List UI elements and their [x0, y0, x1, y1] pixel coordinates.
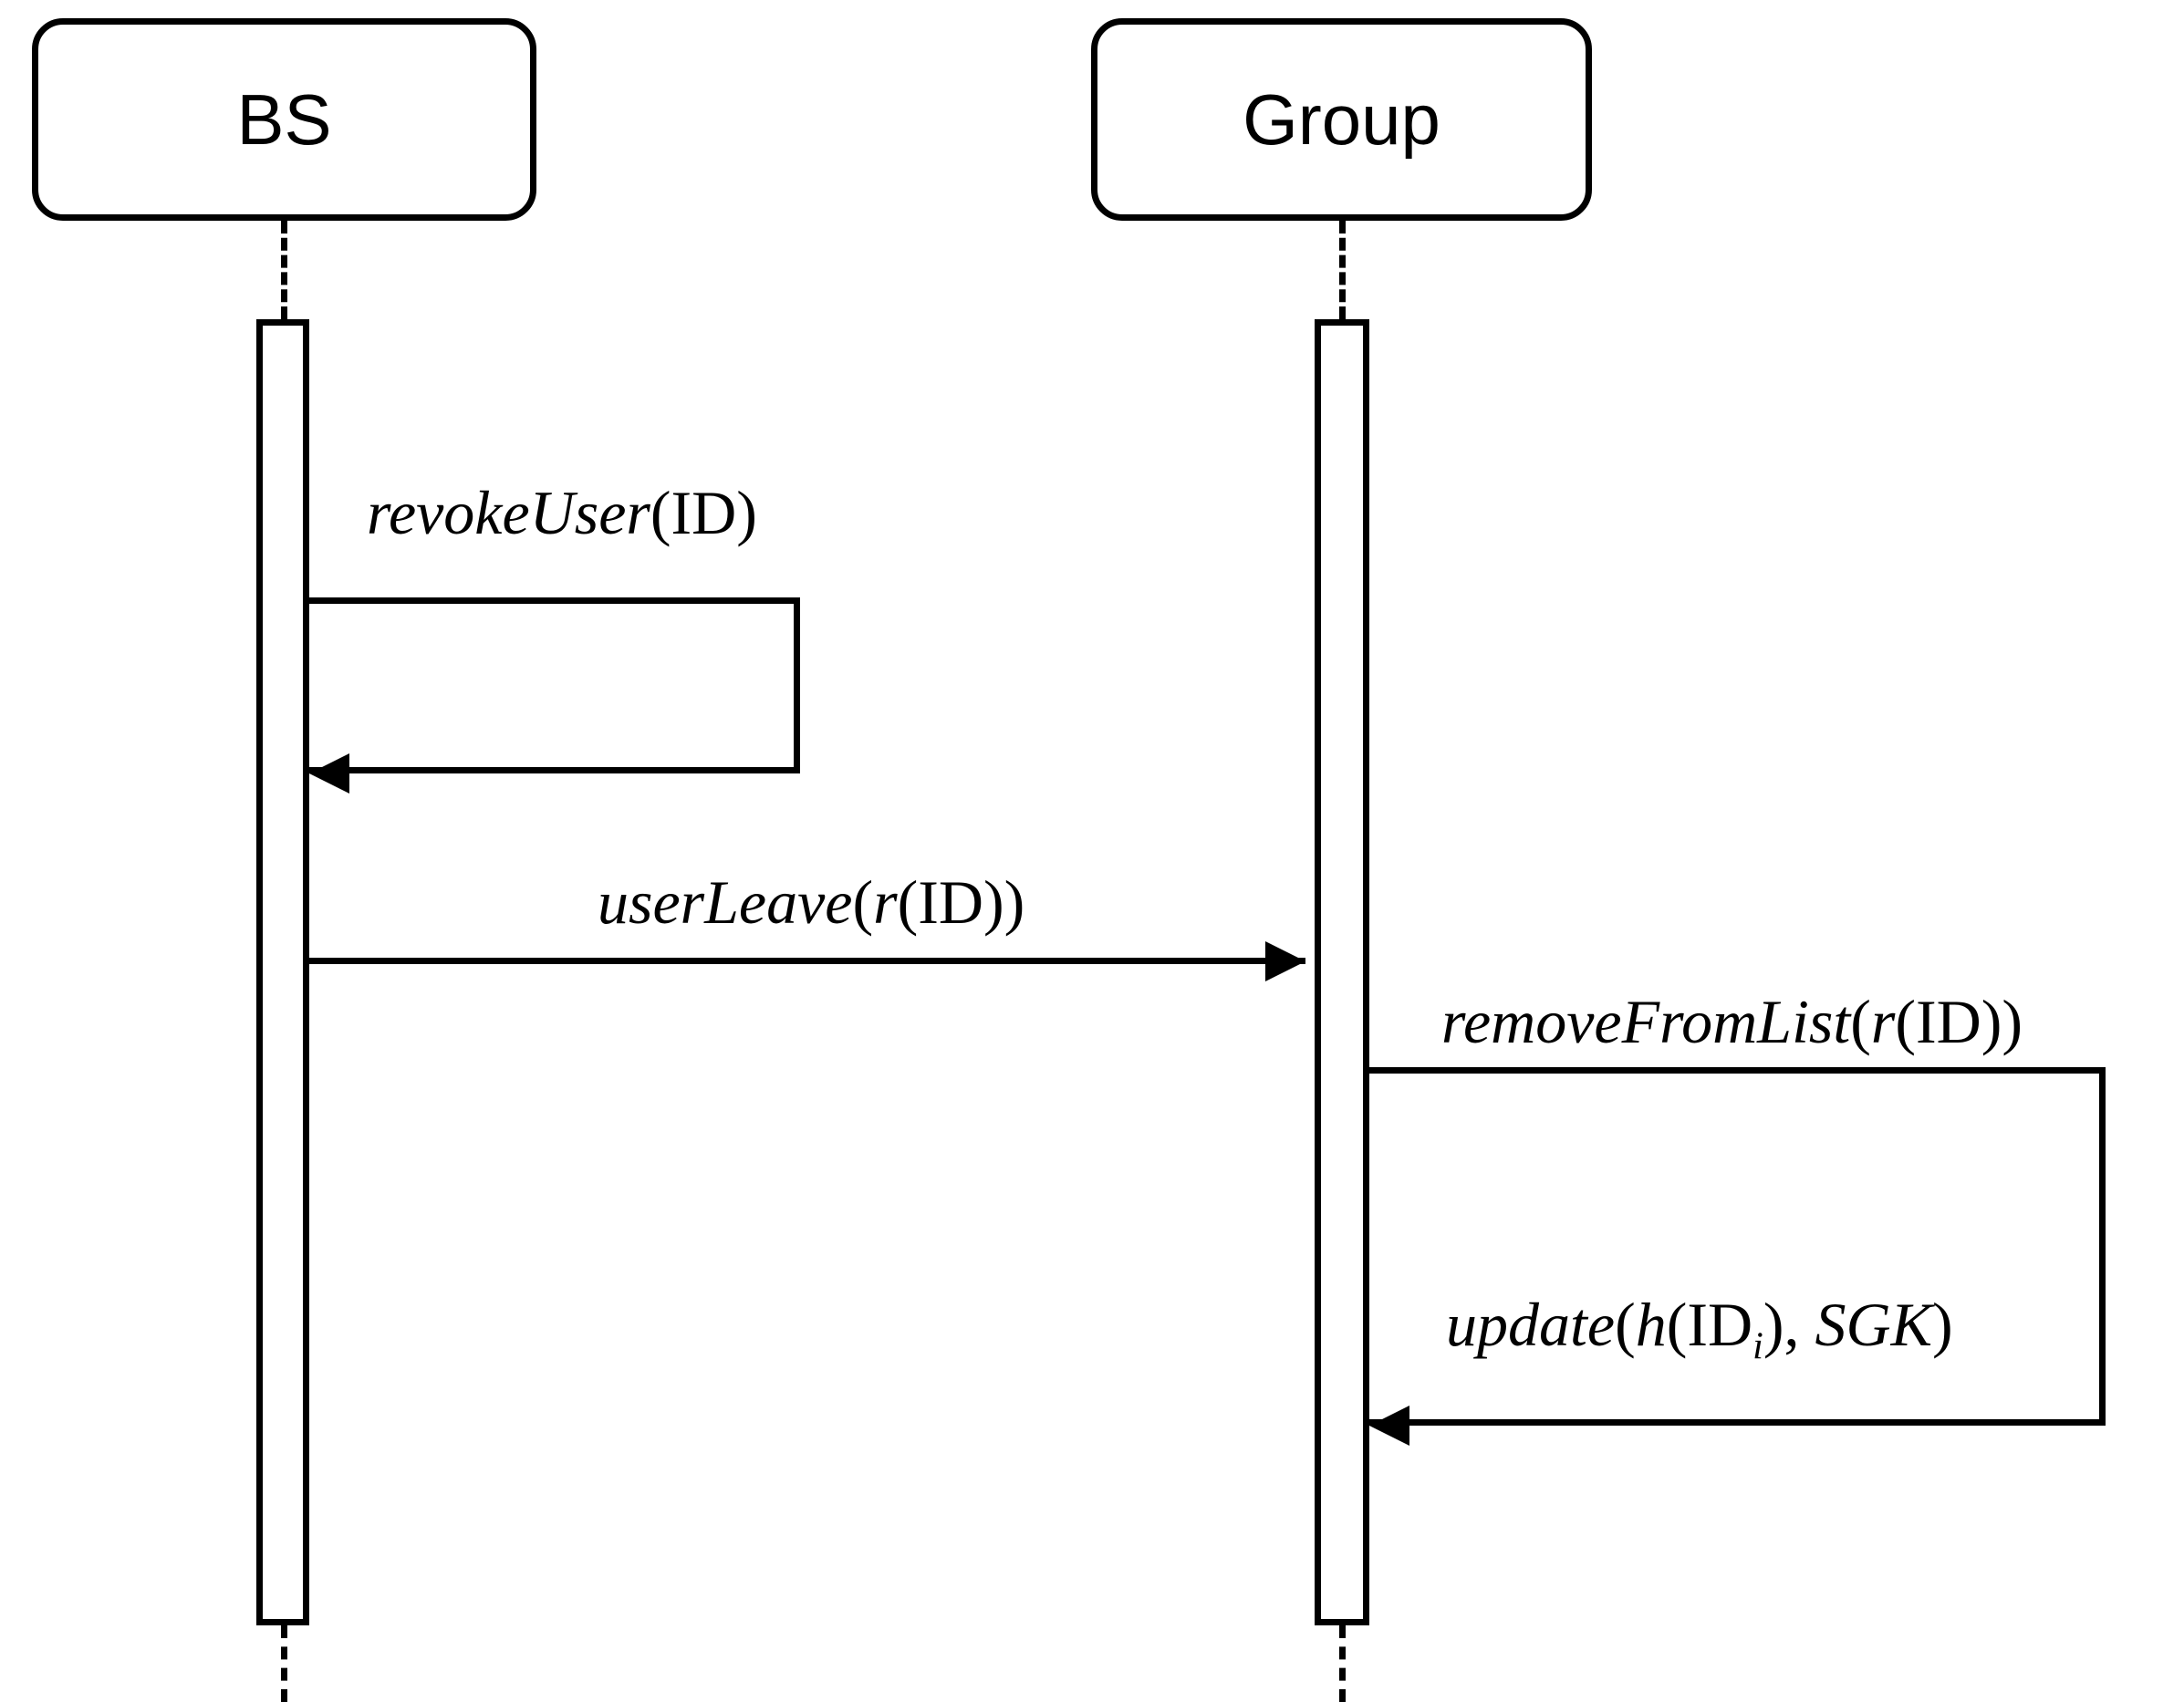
message-label-user-leave-text: userLeave	[598, 867, 853, 937]
lifeline-bs-upper	[281, 221, 287, 319]
message-label-remove-from-list: removeFromList(r(ID))	[1441, 987, 2023, 1056]
lifeline-bs-lower	[281, 1625, 287, 1702]
message-label-revoke-user: revokeUser(ID)	[367, 478, 757, 547]
self-call-loop-revoke-user	[309, 597, 800, 773]
participant-box-group[interactable]: Group	[1091, 18, 1592, 221]
message-label-revoke-user-text: revokeUser	[367, 478, 650, 547]
message-label-remove-from-list-text: removeFromList	[1441, 987, 1851, 1056]
participant-label-group: Group	[1243, 79, 1440, 160]
participant-label-bs: BS	[236, 79, 332, 160]
self-call-loop-group	[1369, 1067, 2106, 1426]
activation-bar-bs[interactable]	[256, 319, 309, 1625]
arrowhead-revoke-user-return	[309, 753, 349, 794]
lifeline-group-lower	[1339, 1625, 1346, 1702]
arrowhead-update-return	[1369, 1406, 1409, 1446]
message-label-update: update(h(IDi), SGK)	[1446, 1290, 1953, 1368]
lifeline-group-upper	[1339, 221, 1346, 319]
message-label-update-text: update	[1446, 1290, 1616, 1359]
message-label-user-leave: userLeave(r(ID))	[598, 867, 1025, 937]
arrowhead-user-leave	[1265, 941, 1305, 981]
activation-bar-group[interactable]	[1315, 319, 1369, 1625]
message-line-user-leave	[309, 958, 1305, 964]
participant-box-bs[interactable]: BS	[32, 18, 536, 221]
